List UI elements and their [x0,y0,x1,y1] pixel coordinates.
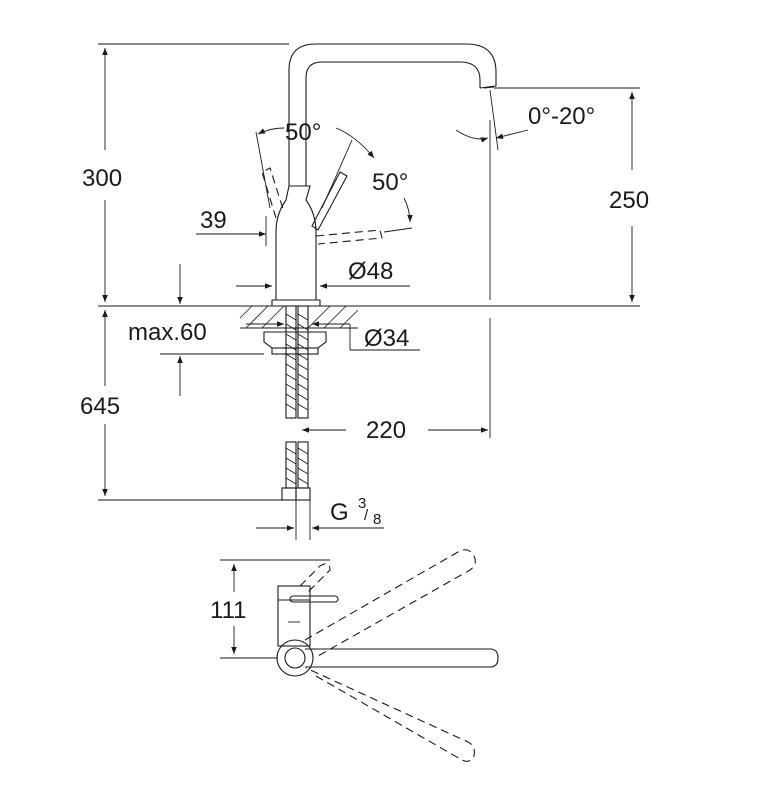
label-connection-slash: / [364,507,369,524]
dimension-300 [98,43,289,302]
label-39: 39 [200,207,227,234]
dimension-250 [494,87,640,302]
lever-handle [311,171,348,231]
dimension-lever-angle-front [255,127,375,209]
label-hole-diameter: Ø34 [364,325,409,352]
label-250: 250 [609,187,649,214]
label-645: 645 [80,393,120,420]
dimension-39 [196,216,267,246]
dimension-max-deck [160,264,264,396]
label-max-deck: max.60 [128,319,207,346]
lever-positions-dashed [261,167,383,245]
top-view [276,549,499,762]
label-lever-angle-front: 50° [285,119,321,146]
hoses [281,305,311,540]
label-base-diameter: Ø48 [348,258,393,285]
label-connection-den: 8 [373,511,381,528]
faucet-body [271,43,497,307]
deck-section [239,305,359,355]
dimension-spout-tilt [455,89,529,151]
label-lever-angle-side: 50° [372,169,408,196]
label-connection-prefix: G [330,499,349,526]
label-300: 300 [82,165,122,192]
dimension-645 [98,310,282,501]
dimension-hole-diameter [246,321,420,351]
label-220: 220 [366,417,406,444]
label-connection-num: 3 [358,495,366,512]
label-111: 111 [210,597,246,624]
label-spout-tilt: 0°-20° [528,103,595,130]
dimension-lever-angle-side [383,197,413,233]
dimension-111 [220,559,330,659]
